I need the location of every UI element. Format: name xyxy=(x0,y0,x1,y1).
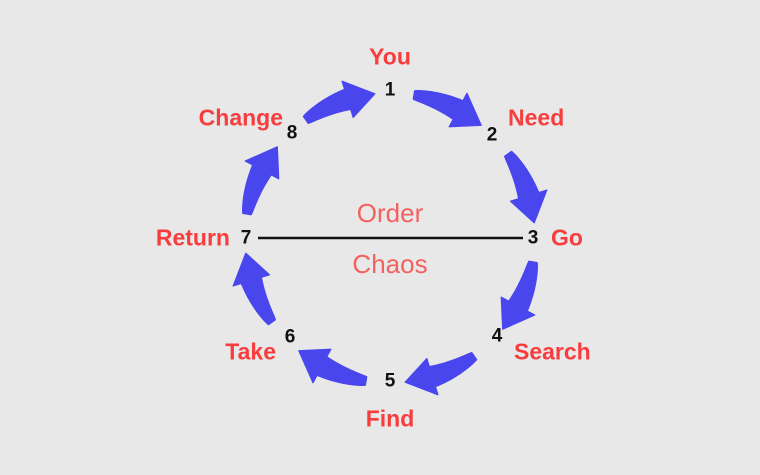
node-label-find: Find xyxy=(365,405,415,432)
node-number-2: 2 xyxy=(486,124,498,146)
node-label-need: Need xyxy=(508,104,565,131)
arrow-8-to-1 xyxy=(302,80,376,124)
arrow-1-to-2 xyxy=(412,90,482,128)
node-label-take: Take xyxy=(225,338,276,365)
arrow-5-to-6 xyxy=(298,348,368,386)
node-label-you: You xyxy=(369,43,411,70)
node-number-8: 8 xyxy=(286,122,298,144)
axis-label-order: Order xyxy=(356,198,424,228)
axis-label-chaos: Chaos xyxy=(352,249,428,279)
node-label-return: Return xyxy=(155,224,230,251)
node-number-5: 5 xyxy=(384,370,396,392)
arrow-6-to-7 xyxy=(232,252,276,326)
arrow-3-to-4 xyxy=(500,260,538,330)
arrow-2-to-3 xyxy=(504,150,548,224)
node-label-go: Go xyxy=(551,224,583,251)
node-number-6: 6 xyxy=(284,326,296,348)
node-number-1: 1 xyxy=(384,79,396,101)
node-number-7: 7 xyxy=(240,227,252,249)
arrow-layer xyxy=(232,80,548,396)
arrow-7-to-8 xyxy=(242,146,280,216)
arrow-4-to-5 xyxy=(404,352,478,396)
node-label-change: Change xyxy=(198,104,283,131)
node-label-search: Search xyxy=(514,338,591,365)
node-number-4: 4 xyxy=(491,325,503,347)
node-number-3: 3 xyxy=(527,227,539,249)
